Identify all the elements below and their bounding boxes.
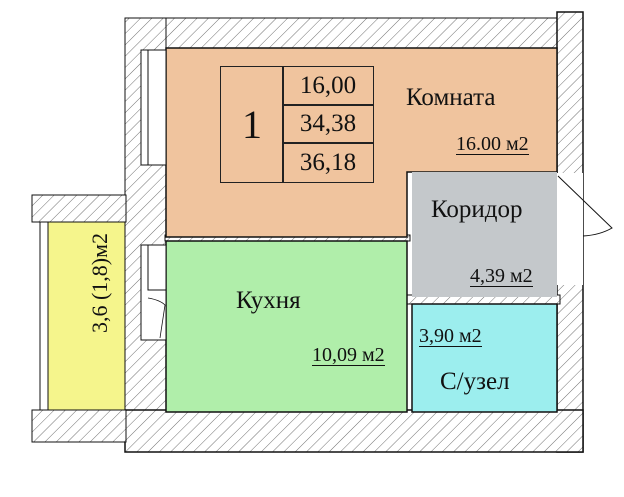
living-area: 16,00 — [282, 66, 374, 106]
outer-wall-top — [124, 17, 566, 51]
room-area: 16.00 м2 — [456, 133, 529, 155]
balcony-wall-bottom — [31, 409, 127, 443]
room-window — [140, 49, 167, 166]
balcony-area: 3,6 (1,8)м2 — [87, 232, 112, 334]
bathroom-name: С/узел — [440, 368, 510, 395]
room-name: Комната — [406, 84, 496, 111]
total-area-with-balcony: 36,18 — [282, 142, 374, 183]
kitchen-name: Кухня — [236, 287, 301, 314]
kitchen-floor — [165, 240, 408, 413]
balcony-floor — [47, 221, 126, 411]
entrance-door-opening — [557, 173, 583, 285]
bathroom-area: 3,90 м2 — [419, 325, 482, 347]
balcony-wall-top — [31, 194, 127, 223]
corridor-name: Коридор — [431, 196, 523, 223]
corridor-area: 4,39 м2 — [470, 265, 533, 287]
total-area: 34,38 — [282, 104, 374, 144]
corridor-floor — [412, 172, 557, 297]
apartment-number: 1 — [220, 66, 284, 183]
outer-wall-bottom — [124, 409, 584, 453]
kitchen-area: 10,09 м2 — [312, 344, 385, 366]
bathroom-floor — [411, 303, 558, 413]
entrance-door-swing — [557, 175, 613, 237]
